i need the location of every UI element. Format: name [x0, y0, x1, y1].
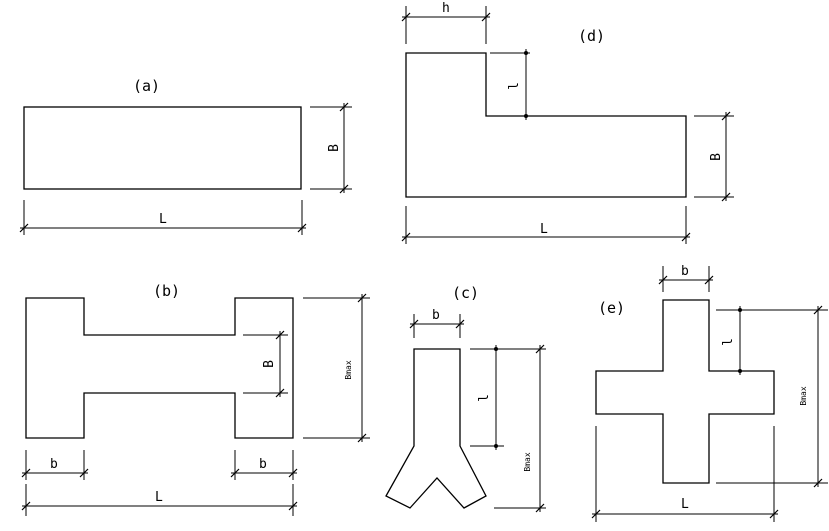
dim-b-right: b — [259, 457, 267, 472]
dim-Bmax-e: Bmax — [799, 386, 808, 405]
figure-a: (a) L B — [19, 77, 352, 235]
dim-b-c: b — [432, 308, 440, 323]
dim-h-d: h — [442, 1, 450, 16]
l-shape — [405, 52, 687, 198]
dim-Bmax-c: Bmax — [523, 452, 532, 471]
i-shape — [25, 297, 294, 439]
y-shape — [385, 348, 487, 509]
dim-l-d: l — [507, 82, 522, 90]
caption-c: (c) — [452, 284, 479, 302]
caption-d: (d) — [578, 27, 605, 45]
dim-B-d: B — [709, 153, 724, 161]
rect-shape — [23, 106, 302, 190]
dim-L-e: L — [681, 497, 689, 512]
dim-B-b: B — [262, 360, 277, 368]
figure-d: (d) h l B L — [401, 1, 734, 244]
dim-L-b: L — [155, 490, 163, 505]
dim-l-e: l — [721, 338, 736, 346]
dim-L-d: L — [540, 222, 548, 237]
dim-L-a: L — [159, 212, 167, 227]
caption-e: (e) — [598, 299, 625, 317]
figure-c: (c) b l Bmax — [385, 284, 546, 513]
caption-b: (b) — [153, 282, 180, 300]
dim-Bmax-b: Bmax — [344, 360, 353, 379]
cross-shape — [595, 299, 775, 484]
dim-l-c: l — [477, 394, 492, 402]
caption-a: (a) — [133, 77, 160, 95]
dim-b-left: b — [50, 457, 58, 472]
figure-b: (b) B Bmax b b L — [21, 282, 370, 516]
dim-b-e: b — [681, 264, 689, 279]
figure-e: (e) b l Bmax L — [591, 264, 828, 522]
dim-B-a: B — [327, 144, 342, 152]
